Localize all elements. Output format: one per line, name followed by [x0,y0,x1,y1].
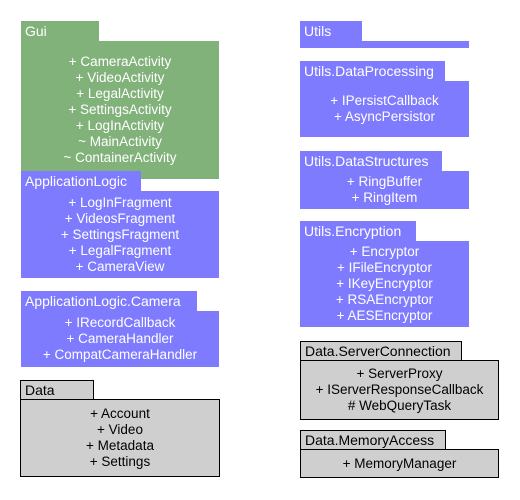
class-member: + IFileEncryptor [337,260,432,275]
package-tab: Utils.Encryption [300,221,416,241]
package-tab: Data.ServerConnection [300,341,462,361]
class-member: + IServerResponseCallback [315,382,484,397]
package-tab: Data [20,380,94,400]
package-body: + LogInFragment+ VideosFragment+ Setting… [21,191,219,278]
class-member: + LegalFragment [68,242,172,258]
class-member: + Settings [89,454,151,469]
class-member: + VideosFragment [64,210,176,226]
class-member: + LogInFragment [68,194,172,210]
class-member: + RingBuffer [346,174,423,189]
class-member: + CameraView [75,258,165,274]
class-member: + IKeyEncryptor [336,276,433,291]
class-member: ~ MainActivity [78,134,162,149]
class-member: + AsyncPersistor [334,109,435,124]
class-member: + Metadata [86,438,154,453]
package-tab: Gui [21,21,99,41]
package-tab: ApplicationLogic.Camera [21,291,197,311]
package-body: + CameraActivity+ VideoActivity+ LegalAc… [21,41,219,179]
package-name: Gui [25,23,47,39]
package-body: + ServerProxy+ IServerResponseCallback# … [300,360,499,420]
package-tab: Utils [300,21,362,41]
class-member: + Video [97,422,143,437]
class-member: + Encryptor [349,244,420,259]
package-tab: Data.MemoryAccess [300,430,446,450]
package-body: + IPersistCallback+ AsyncPersistor [300,81,469,137]
package-body: + Encryptor+ IFileEncryptor+ IKeyEncrypt… [300,241,469,327]
package-body: + Account+ Video+ Metadata+ Settings [20,399,220,477]
class-member: + AESEncryptor [336,308,433,323]
package-name: Data [25,382,55,398]
class-member: + MemoryManager [342,455,457,471]
class-member: + Account [90,406,150,421]
class-member: + CameraHandler [66,331,174,346]
class-member: + VideoActivity [75,70,165,85]
class-member: # WebQueryTask [347,398,452,413]
package-name: Data.MemoryAccess [305,432,435,448]
class-member: + CameraActivity [68,54,172,69]
class-member: + ServerProxy [356,366,443,381]
package-name: ApplicationLogic.Camera [25,293,181,309]
package-tab: Utils.DataStructures [300,151,442,171]
package-body [300,41,469,48]
package-name: ApplicationLogic [25,173,127,189]
class-member: + IRecordCallback [64,315,176,330]
package-name: Utils.DataStructures [304,153,429,169]
package-name: Utils.DataProcessing [304,63,434,79]
package-body: + MemoryManager [300,449,499,478]
class-member: + SettingsFragment [60,226,180,242]
package-tab: Utils.DataProcessing [300,61,445,81]
class-member: + RingItem [351,190,418,205]
class-member: + RSAEncryptor [335,292,434,307]
package-body: + RingBuffer+ RingItem [300,171,469,209]
class-member: + LogInActivity [75,118,165,133]
package-name: Data.ServerConnection [305,343,451,359]
package-tab: ApplicationLogic [21,171,141,191]
class-member: + CompatCameraHandler [42,347,198,362]
class-member: + LegalActivity [76,86,164,101]
package-name: Utils [304,23,332,39]
class-member: + IPersistCallback [330,93,439,108]
class-member: ~ ContainerActivity [63,150,177,165]
class-member: + SettingsActivity [68,102,172,117]
package-body: + IRecordCallback+ CameraHandler+ Compat… [21,311,219,367]
package-name: Utils.Encryption [304,223,402,239]
